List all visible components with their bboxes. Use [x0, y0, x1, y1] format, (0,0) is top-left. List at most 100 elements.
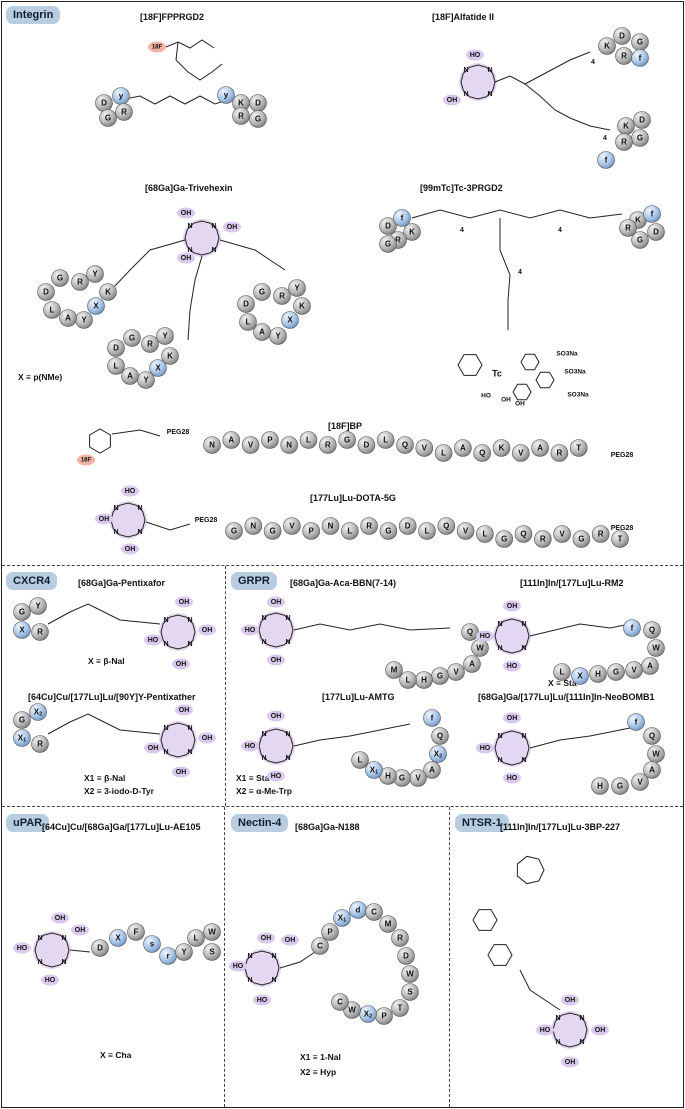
pentixather-ring [160, 722, 196, 758]
title-acabbn: [68Ga]Ga-Aca-BBN(7-14) [290, 578, 397, 588]
n188-bead-8 [401, 965, 419, 983]
bp-bead-11-label: V [422, 444, 428, 453]
trivehexin-c1-bead-4-label: Y [81, 316, 87, 325]
tc-r-bead-3 [631, 231, 649, 249]
trivehexin-c1-bead-1-label: Y [92, 270, 98, 279]
bond [293, 723, 411, 747]
amtg-bead-7 [365, 761, 383, 779]
ae105-bead-7 [203, 923, 221, 941]
acabbn-bead-2 [463, 655, 481, 673]
bp227-oh3-bg [591, 1024, 609, 1036]
dota5g-bead-8-label: G [385, 527, 391, 536]
dota5g-bead-11 [437, 517, 456, 535]
dota5g-bead-0-label: G [231, 527, 237, 536]
neobomb1-bead-0 [627, 713, 645, 731]
rm2-ring-n3: N [521, 621, 526, 628]
pentixather-bead-0 [13, 711, 31, 729]
neobomb1-oh1-bg [476, 742, 494, 754]
dota5g-bead-13 [476, 525, 494, 543]
alfatide-b-bead-2-label: G [637, 134, 643, 143]
dota5g-bead-10 [418, 522, 436, 540]
tag-grpr: GRPR [231, 572, 277, 590]
dota5g-bead-16-label: R [540, 535, 546, 544]
ae105-bead-4-label: r [166, 952, 169, 961]
alfatide-t-bead-2-label: G [637, 38, 643, 47]
amtg-bead-8-label: L [358, 756, 363, 765]
note-trivehexin: X ≡ p(NMe) [18, 372, 63, 382]
dota5g-bead-5-label: N [328, 522, 334, 531]
bp-bead-19 [569, 439, 588, 457]
amtg-oh0: OH [271, 713, 282, 720]
amtg-bead-0-label: f [431, 714, 434, 723]
title-dota5g: [177Lu]Lu-DOTA-5G [310, 493, 396, 503]
neobomb1-ring-glow [493, 729, 531, 767]
dota5g-ring-glow [109, 501, 147, 539]
trivehexin-c3-bead-8-label: G [129, 334, 135, 343]
n188-bead-13-label: W [348, 1006, 356, 1015]
dota5g-bead-12-label: V [463, 527, 469, 536]
amtg-oh2-bg [267, 770, 285, 782]
amtg-bead-2-label: X2 [434, 750, 442, 760]
rm2-oh1-bg [476, 630, 494, 642]
bp-bead-0-label: N [209, 441, 215, 450]
fpprgd2-r-bead-3 [249, 110, 267, 128]
alfatide-t-bead-1 [613, 27, 631, 45]
note-pentixather-1: X1 ≡ β-Nal [84, 773, 126, 783]
bond [165, 39, 215, 49]
fpprgd2-l-bead-3-label: R [121, 108, 127, 117]
dota5g-bead-18-label: G [578, 535, 584, 544]
pentixafor-oh3: HO [148, 637, 159, 644]
bp-bead-16-label: V [518, 449, 524, 458]
tag-integrin: Integrin [6, 6, 61, 24]
title-alfatide: [18F]Alfatide II [432, 12, 495, 22]
title-tc3prgd2: [99mTc]Tc-3PRGD2 [420, 183, 503, 193]
dota5g-bead-15-label: Q [520, 530, 526, 539]
bp-bead-3 [261, 431, 279, 449]
trivehexin-oh1: OH [227, 224, 238, 231]
amtg-bead-7-label: X1 [370, 766, 378, 776]
trivehexin-c1-bead-2-label: K [105, 288, 111, 297]
bp-bead-10 [396, 436, 414, 454]
ae105-oh0: OH [55, 915, 66, 922]
pentixather-oh2-bg [172, 766, 190, 778]
alfatide-oh1-bg [466, 49, 484, 61]
n188-oh1: HO [233, 963, 244, 970]
bond [519, 969, 561, 1011]
dota5g-oh0: HO [125, 488, 136, 495]
trivehexin-ring-n0: N [211, 247, 216, 254]
amtg-oh2: HO [271, 773, 282, 780]
alfatide-sub1: 4 [591, 59, 595, 66]
pentixafor-ring-n2: N [163, 617, 168, 624]
amtg-ring-n3: N [285, 731, 290, 738]
note-ae105: X ≡ Cha [100, 1050, 132, 1060]
tc-l-bead-0-label: D [385, 222, 391, 231]
n188-bead-0 [311, 937, 329, 955]
bp-bead-12 [434, 444, 453, 462]
bond [293, 623, 451, 631]
divider-nectin-ntsr [449, 807, 450, 1107]
bond [47, 713, 161, 735]
alfatide-sub2: 4 [603, 135, 607, 142]
ae105-bead-6 [187, 929, 205, 947]
dota5g-bead-19 [591, 525, 610, 543]
n188-bead-5-label: M [385, 920, 392, 929]
note-n188-2: X2 ≡ Hyp [300, 1067, 337, 1077]
bp-18f: 18F [81, 458, 92, 464]
trivehexin-c1-bead-7 [37, 283, 55, 301]
pentixafor-ring [160, 614, 196, 650]
neobomb1-bead-0-label: f [635, 718, 638, 727]
bp-bead-9 [376, 431, 395, 449]
bp-bead-1 [222, 431, 241, 449]
n188-ring-n1: N [247, 977, 252, 984]
alfatide-ring-n1: N [463, 91, 468, 98]
trivehexin-c3-bead-2 [161, 347, 179, 365]
n188-bead-3-label: d [356, 906, 361, 915]
alfatide-ring-n3: N [487, 67, 492, 74]
pentixafor-ring-glow [159, 613, 197, 651]
neobomb1-bead-3 [643, 761, 661, 779]
rm2-bead-4-label: V [631, 666, 637, 675]
amtg-bead-3-label: A [429, 766, 435, 775]
tag-ntsr1: NTSR-1 [455, 814, 509, 832]
bp227-ring-glow [551, 1011, 589, 1049]
